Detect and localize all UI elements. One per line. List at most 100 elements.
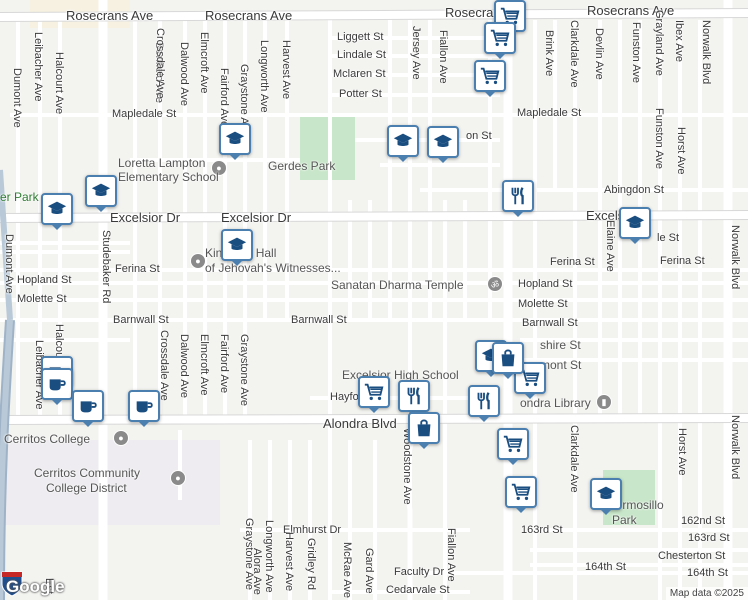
street-rosecrans-west: Rosecrans Ave [66, 8, 154, 23]
street-hayford: Hayfo [330, 391, 359, 403]
school-3-map-pin[interactable] [427, 126, 459, 163]
place-sanatan-temple: Sanatan Dharma Temple [331, 278, 464, 292]
school-2-map-pin[interactable] [387, 125, 419, 162]
shopping-cart-icon [489, 27, 511, 49]
school-icon [90, 180, 112, 202]
school-icon [624, 212, 646, 234]
street-halcourt-north: Halcourt Ave [53, 52, 65, 115]
food-1-map-pin[interactable] [502, 180, 534, 217]
street-fairford-north: Fairford Ave [218, 68, 230, 128]
street-molette-east: Molette St [518, 298, 568, 310]
shopping-cart-icon [479, 65, 501, 87]
map-attribution[interactable]: Map data ©2025 [665, 587, 748, 600]
street-fairford-south: Fairford Ave [218, 334, 230, 394]
street-excelsior-center: Excelsior Dr [221, 210, 292, 225]
shopping-cart-icon [363, 381, 385, 403]
street-cedarvale: Cedarvale St [386, 584, 450, 596]
school-5-map-pin[interactable] [41, 193, 73, 230]
street-lindale: Lindale St [337, 49, 386, 61]
street-norwalk-south: Norwalk Blvd [729, 225, 741, 290]
street-liggett: Liggett St [337, 31, 384, 43]
street-ferina-west: Ferina St [115, 263, 160, 275]
street-barnwall-west: Barnwall St [113, 314, 169, 326]
fork-knife-icon [507, 185, 529, 207]
street-ilo-fragment: on St [466, 130, 492, 142]
school-icon [595, 483, 617, 505]
food-3-map-pin[interactable] [468, 385, 500, 422]
place-er-park: er Park [0, 190, 39, 204]
street-excelsior-west: Excelsior Dr [110, 210, 181, 225]
school-icon [392, 130, 414, 152]
street-dalwood-south: Dalwood Ave [178, 334, 190, 399]
place-gerdes-park: Gerdes Park [268, 159, 336, 173]
interstate-shield-icon [1, 571, 23, 597]
street-funston-north: Funston Ave [630, 22, 642, 83]
street-chesterton: Chesterton St [658, 550, 726, 562]
school-icon [226, 234, 248, 256]
street-clarkdale-north: Clarkdale Ave [568, 20, 580, 88]
street-ferina-center: Ferina St [550, 256, 595, 268]
street-dumont-north: Dumont Ave [11, 68, 23, 128]
cart-2-map-pin[interactable] [484, 22, 516, 59]
street-mapledale-east: Mapledale St [517, 107, 582, 119]
cart-7-map-pin[interactable] [505, 476, 537, 513]
cafe-2-map-pin[interactable] [41, 368, 73, 405]
street-alondra: Alondra Blvd [323, 416, 397, 431]
street-fiallon-north: Fiallon Ave [437, 30, 449, 84]
coffee-cup-icon [133, 395, 155, 417]
street-163rd: 163rd St [521, 524, 563, 536]
place-ccc-line1: Cerritos Community [34, 466, 141, 480]
shop-2-map-pin[interactable] [492, 342, 524, 379]
school-7-map-pin[interactable] [221, 229, 253, 266]
street-potter: Potter St [339, 88, 382, 100]
street-dumont-south: Dumont Ave [3, 234, 15, 294]
street-barnwall-east: Barnwall St [522, 317, 578, 329]
street-elmcroft-south: Elmcroft Ave [198, 334, 210, 396]
street-mapledale-west: Mapledale St [112, 108, 177, 120]
coffee-cup-icon [46, 373, 68, 395]
school-icon [224, 128, 246, 150]
gerdes-park-area [300, 115, 355, 180]
place-loretta-line2: Elementary School [118, 170, 219, 184]
street-leibacher: Leibacher Ave [32, 32, 44, 102]
place-alondra-library: ondra Library [520, 396, 591, 410]
cart-3-map-pin[interactable] [474, 60, 506, 97]
cafe-4-map-pin[interactable] [128, 390, 160, 427]
cart-6-map-pin[interactable] [497, 428, 529, 465]
street-excelsior-east: Excelsi [586, 208, 628, 223]
street-longworth-north: Longworth Ave [258, 40, 270, 113]
college-district-poi-icon: ● [170, 470, 186, 486]
place-ccc-line2: College District [46, 481, 127, 495]
cafe-3-map-pin[interactable] [72, 390, 104, 427]
school-1-map-pin[interactable] [219, 123, 251, 160]
street-jersey: Jersey Ave [410, 26, 422, 80]
street-dalwood-north: Dalwood Ave [178, 42, 190, 107]
place-belmont: mont St [540, 358, 582, 372]
school-8-map-pin[interactable] [590, 478, 622, 515]
street-funston-mid: Funston Ave [653, 108, 665, 169]
place-cerritos-college: Cerritos College [4, 432, 91, 446]
shopping-cart-icon [502, 433, 524, 455]
street-clarkdale-south: Clarkdale Ave [568, 425, 580, 493]
place-wiltshire: shire St [540, 338, 581, 352]
college-poi-icon: ● [113, 430, 129, 446]
google-logo: Google [6, 577, 65, 596]
shop-1-map-pin[interactable] [408, 412, 440, 449]
school-6-map-pin[interactable] [619, 207, 651, 244]
street-devlin: Devlin Ave [593, 28, 605, 80]
school-4-map-pin[interactable] [85, 175, 117, 212]
place-kingdom-hall-line2: of Jehovah's Witnesses... [205, 261, 341, 275]
street-gridley: Gridley Rd [305, 538, 317, 590]
shopping-bag-icon [497, 347, 519, 369]
fork-knife-icon [473, 390, 495, 412]
food-2-map-pin[interactable] [398, 380, 430, 417]
street-molette-west: Molette St [17, 293, 67, 305]
street-hopland-west: Hopland St [17, 274, 72, 286]
street-norwalk-south2: Norwalk Blvd [729, 415, 741, 480]
street-graystone-south: Graystone Ave [238, 334, 250, 406]
fork-knife-icon [403, 385, 425, 407]
street-horst-south: Horst Ave [676, 428, 688, 476]
cart-4-map-pin[interactable] [358, 376, 390, 413]
street-162nd: 162nd St [681, 515, 726, 527]
